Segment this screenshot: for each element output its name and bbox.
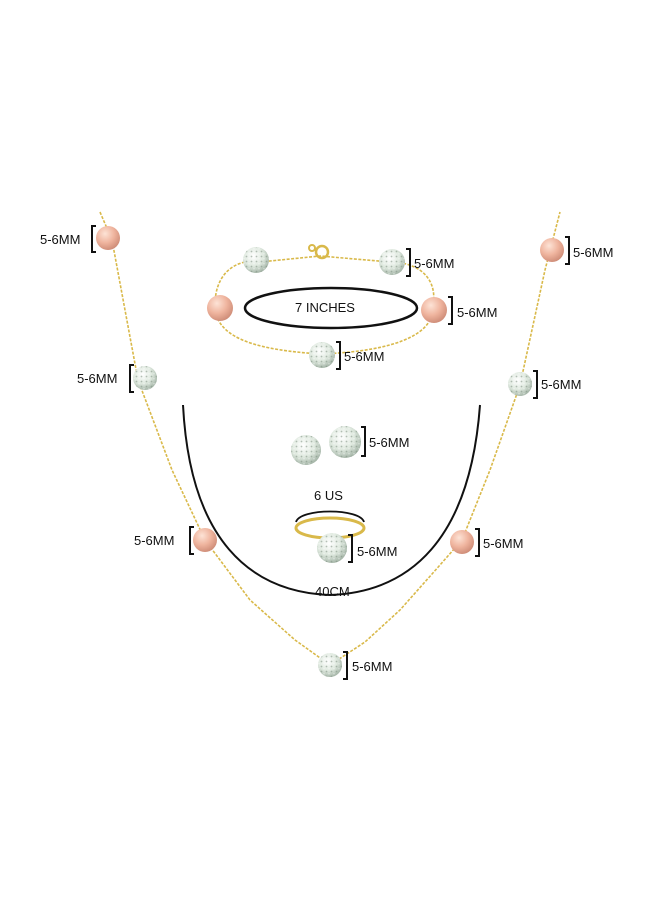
necklace-bead-size-label: 5-6MM [40, 232, 81, 247]
size-bracket [533, 370, 538, 399]
size-bracket [565, 236, 570, 265]
necklace-bead-size-label: 5-6MM [573, 245, 614, 260]
ring-size-label: 6 US [314, 488, 343, 503]
bracelet-crystal-bead [379, 249, 405, 275]
ring-stone-size-label: 5-6MM [357, 544, 398, 559]
bracelet-bead-size-label: 5-6MM [344, 349, 385, 364]
bracelet-clasp [314, 244, 330, 260]
size-bracket [336, 341, 341, 370]
bracelet-pearl-bead [207, 295, 233, 321]
size-bracket [343, 651, 348, 680]
size-bracket [361, 426, 366, 457]
size-bracket [475, 528, 480, 557]
necklace-bead-size-label: 5-6MM [77, 371, 118, 386]
necklace-crystal-bead [133, 366, 157, 390]
necklace-pearl-bead [193, 528, 217, 552]
bracelet-crystal-bead [243, 247, 269, 273]
necklace-crystal-bead [318, 653, 342, 677]
necklace-pearl-bead [96, 226, 120, 250]
bracelet-length-oval [243, 286, 419, 330]
bracelet-bead-size-label: 5-6MM [457, 305, 498, 320]
necklace-length-label: 40CM [315, 584, 350, 599]
ring-crystal-stone [317, 533, 347, 563]
necklace-bead-size-label: 5-6MM [483, 536, 524, 551]
ring-size-arc [295, 510, 365, 523]
bracelet-crystal-bead [309, 342, 335, 368]
size-bracket [448, 296, 453, 325]
size-bracket [129, 364, 134, 393]
earring-crystal-left [291, 435, 321, 465]
size-bracket [91, 225, 96, 253]
bracelet-clasp-ring [308, 244, 316, 252]
necklace-pearl-bead [450, 530, 474, 554]
necklace-bead-size-label: 5-6MM [134, 533, 175, 548]
necklace-bead-size-label: 5-6MM [352, 659, 393, 674]
bracelet-bead-size-label: 5-6MM [414, 256, 455, 271]
bracelet-pearl-bead [421, 297, 447, 323]
necklace-pearl-bead [540, 238, 564, 262]
earring-crystal-right [329, 426, 361, 458]
necklace-crystal-bead [508, 372, 532, 396]
bracelet-length-label: 7 INCHES [295, 300, 355, 315]
size-bracket [348, 534, 353, 563]
necklace-bead-size-label: 5-6MM [541, 377, 582, 392]
earring-size-label: 5-6MM [369, 435, 410, 450]
size-bracket [189, 526, 194, 555]
size-bracket [406, 248, 411, 277]
necklace-length-arc [182, 404, 481, 597]
